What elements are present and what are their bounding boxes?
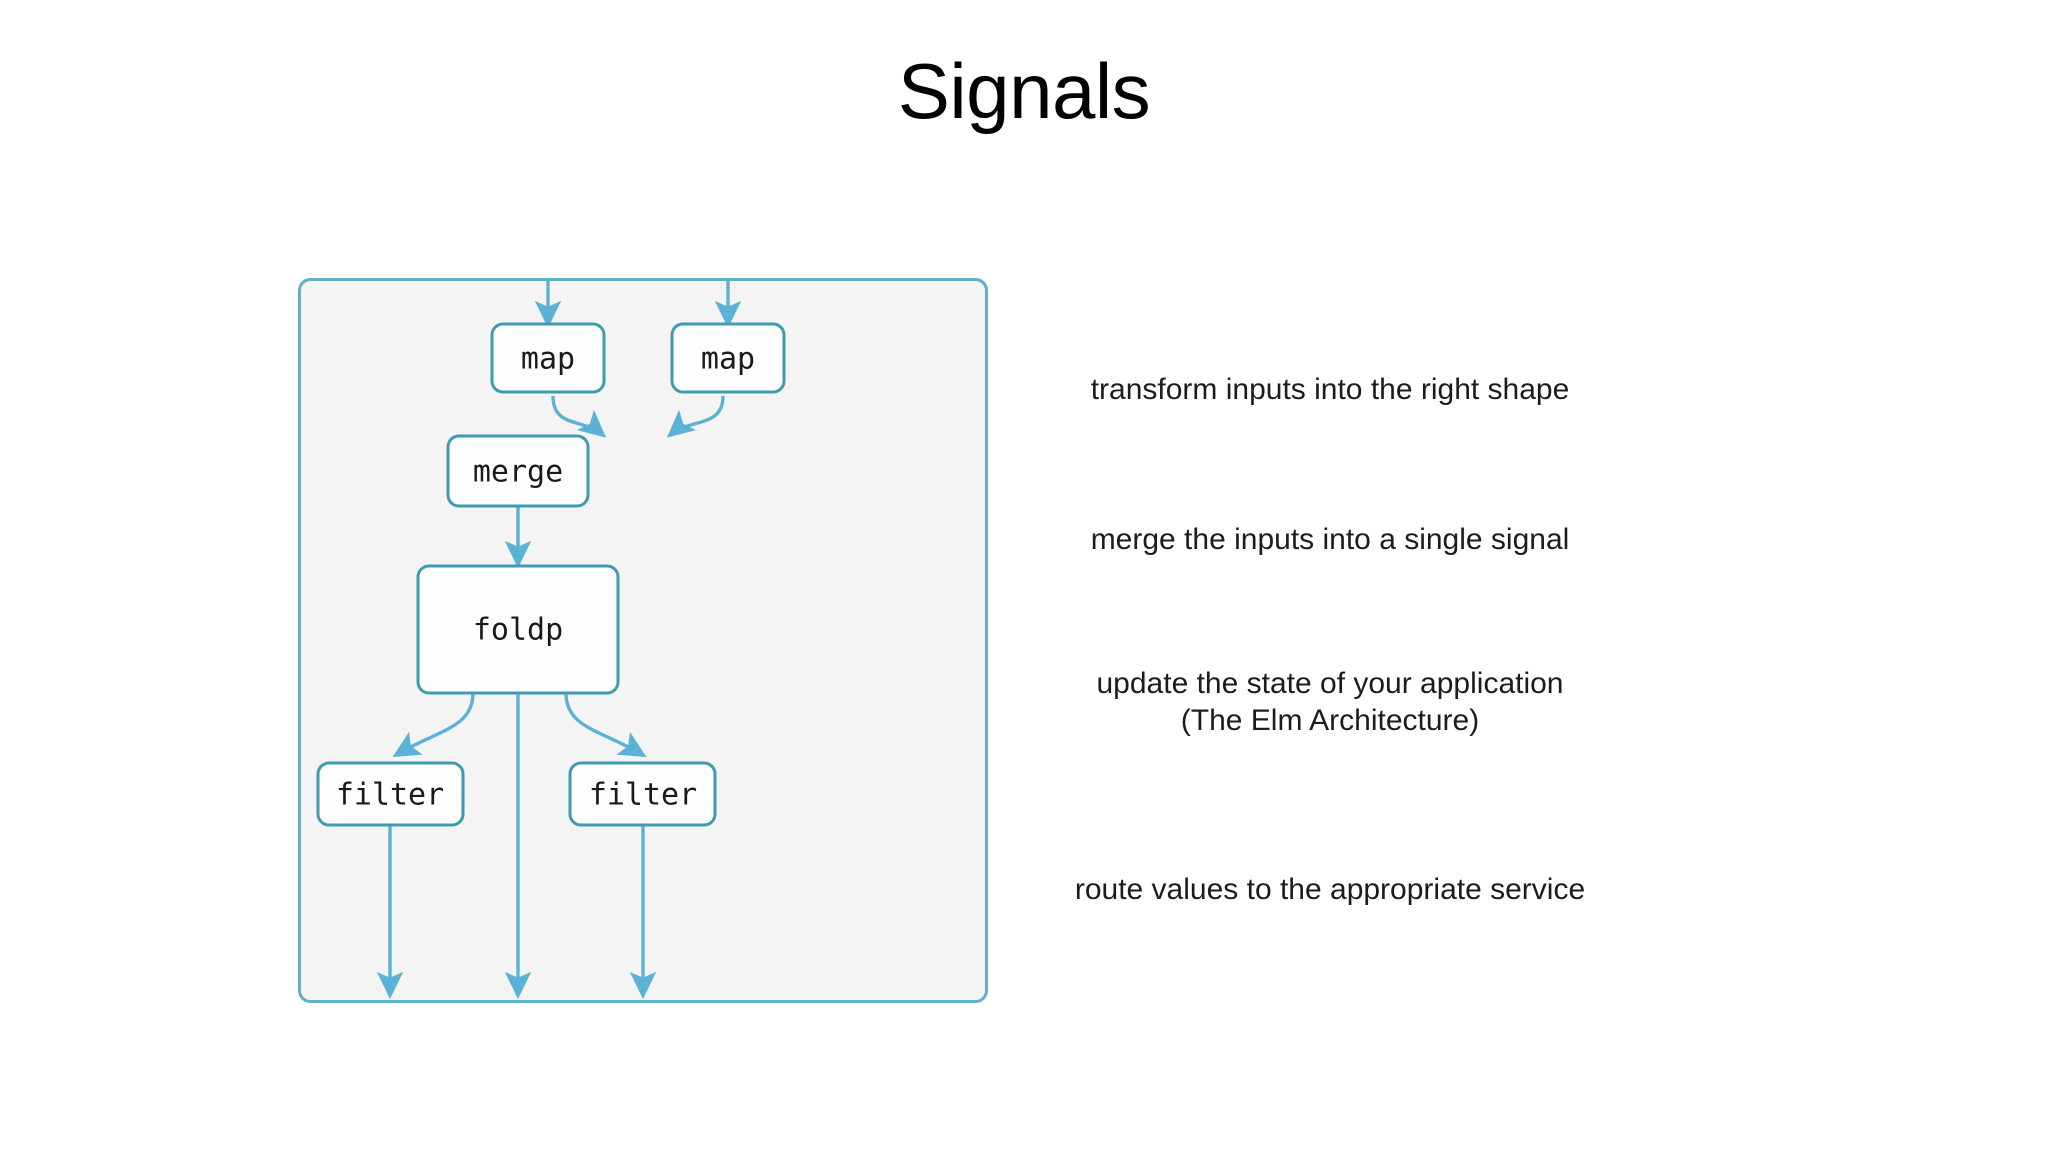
annotation-filter: route values to the appropriate service xyxy=(1074,873,1586,906)
annotation-map: transform inputs into the right shape xyxy=(1090,373,1570,406)
annotation-foldp: update the state of your application (Th… xyxy=(1096,667,1564,737)
annotation-merge: merge the inputs into a single signal xyxy=(1090,523,1570,556)
node-map-right-box[interactable] xyxy=(670,322,786,394)
node-map-right[interactable]: map xyxy=(670,322,786,394)
edge-map-right-to-merge xyxy=(666,395,725,438)
node-filter-right-box[interactable] xyxy=(568,761,717,827)
node-filter-right-label: filter xyxy=(589,778,697,813)
node-map-left-box[interactable] xyxy=(490,322,606,394)
node-filter-left-box[interactable] xyxy=(316,761,465,827)
node-merge-box[interactable] xyxy=(446,434,590,508)
node-map-left[interactable]: map xyxy=(490,322,606,394)
annotation-column: transform inputs into the right shape me… xyxy=(1020,278,1640,1003)
page-title: Signals xyxy=(897,47,1151,135)
node-foldp-label: foldp xyxy=(473,613,563,648)
edge-foldp-to-filter-right xyxy=(564,692,647,758)
node-merge[interactable]: merge xyxy=(446,434,590,508)
node-map-left-label: map xyxy=(521,342,575,377)
edge-foldp-to-filter-left xyxy=(392,692,475,758)
node-merge-label: merge xyxy=(473,455,563,490)
node-filter-right[interactable]: filter xyxy=(568,761,717,827)
node-foldp[interactable]: foldp xyxy=(416,564,620,695)
signal-diagram-canvas: map map merge foldp filter filter xyxy=(298,278,988,1003)
node-filter-left-label: filter xyxy=(336,778,444,813)
signal-diagram: map map merge foldp filter filter xyxy=(298,278,988,1003)
node-map-right-label: map xyxy=(701,342,755,377)
edge-map-left-to-merge xyxy=(551,395,607,438)
node-foldp-box[interactable] xyxy=(416,564,620,695)
node-filter-left[interactable]: filter xyxy=(316,761,465,827)
